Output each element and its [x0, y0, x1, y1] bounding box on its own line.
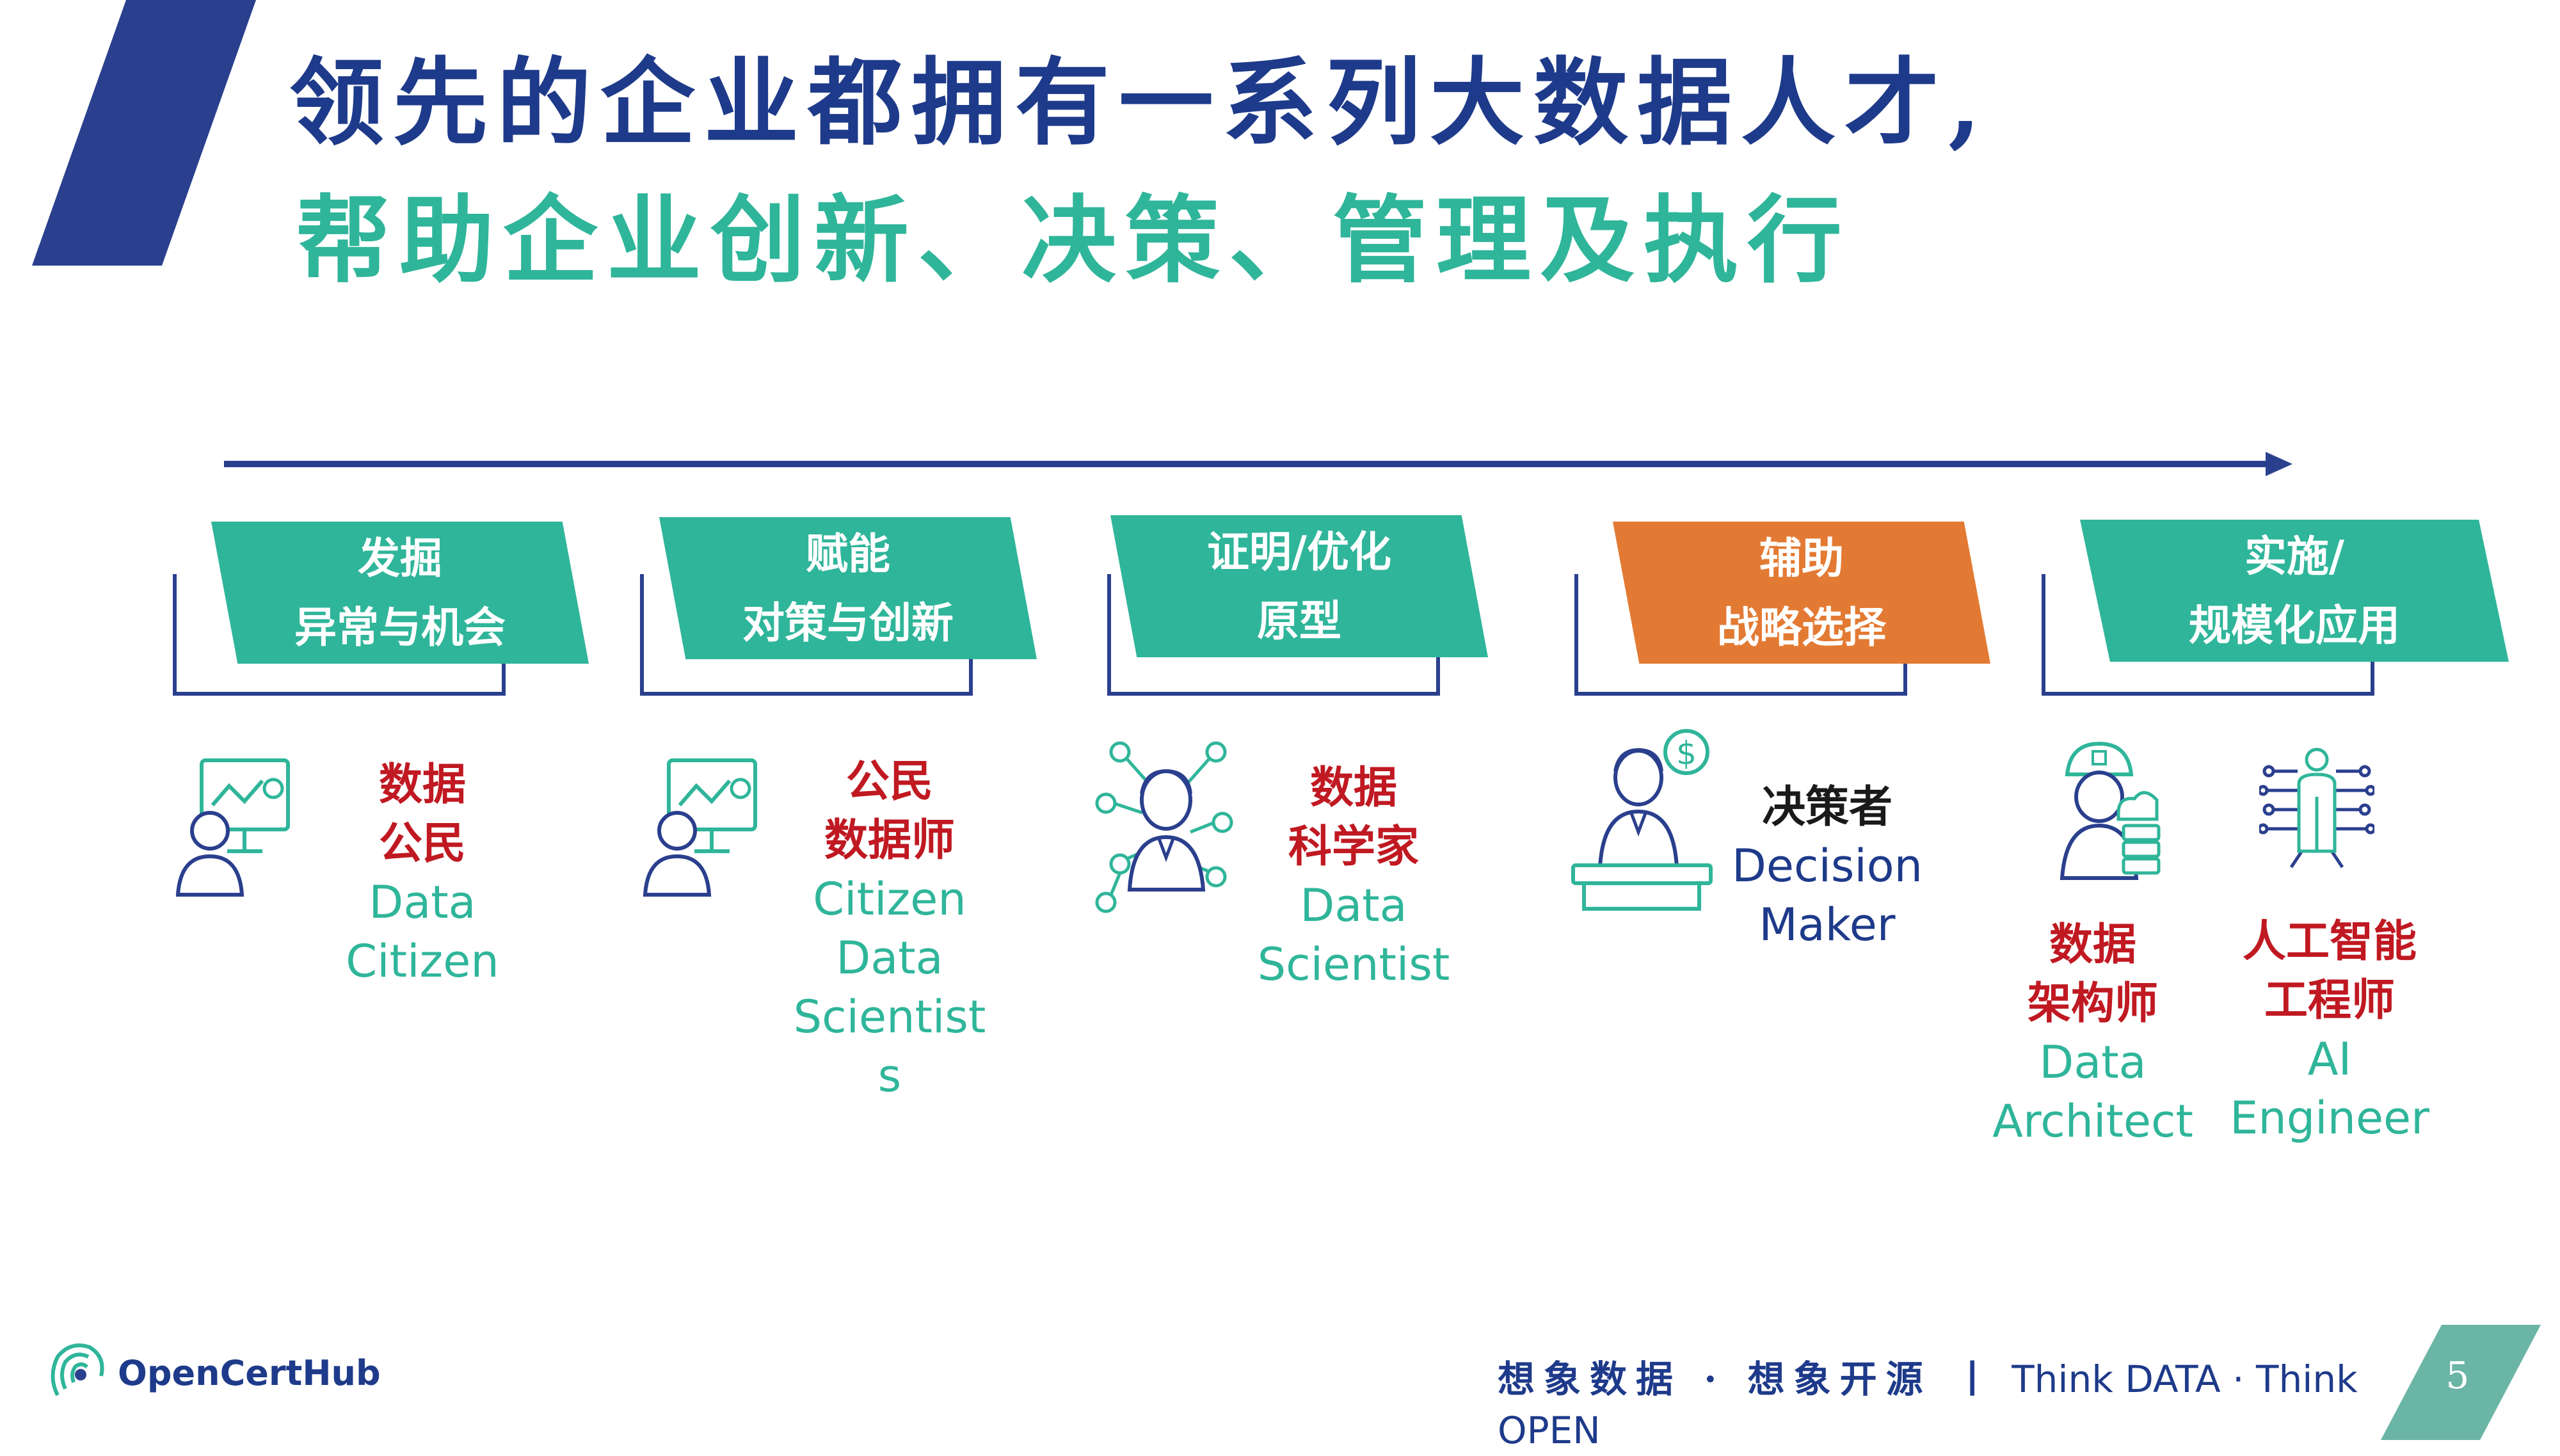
- stage-tag-empower: 赋能 对策与创新: [659, 517, 1037, 659]
- role-en-line2: Engineer: [2230, 1092, 2429, 1144]
- role-en-line2: Citizen: [346, 935, 499, 988]
- role-cn-line1: 数据: [2049, 919, 2136, 970]
- role-en-line2: Maker: [1759, 899, 1896, 951]
- role-en-line1: Decision: [1731, 840, 1923, 892]
- role-decision-maker: 决策者 Decision Maker: [1722, 778, 1933, 954]
- role-cn-line2: 科学家: [1288, 821, 1419, 872]
- ai-circuit-person-icon: [2259, 746, 2374, 874]
- role-cn-line1: 人工智能: [2242, 916, 2417, 967]
- stage-tag-line1: 辅助: [1759, 533, 1844, 583]
- stage-tag-line1: 实施/: [2244, 531, 2345, 581]
- role-cn-line1: 数据: [378, 759, 466, 810]
- role-en-line2: Scientist: [1257, 938, 1450, 991]
- stage-tag-assist: 辅助 战略选择: [1613, 522, 1990, 664]
- stage-tag-line2: 战略选择: [1717, 602, 1886, 652]
- role-en-line1: AI: [2307, 1033, 2352, 1085]
- role-cn-line2: 数据师: [824, 815, 955, 866]
- page-number: 5: [2445, 1354, 2470, 1397]
- stage-tag-line2: 对策与创新: [742, 598, 954, 648]
- role-en-line1: Data: [1300, 879, 1407, 932]
- page-title-line1: 领先的企业都拥有一系列大数据人才,: [289, 47, 1990, 158]
- stage-tag-discover: 发掘 异常与机会: [211, 522, 589, 664]
- role-ai-engineer: 人工智能 工程师 AI Engineer: [2227, 912, 2432, 1148]
- page-title-line2: 帮助企业创新、决策、管理及执行: [296, 184, 1851, 296]
- timeline-arrow-line: [224, 461, 2269, 467]
- role-cn-line2: 架构师: [2027, 978, 2158, 1029]
- logo-head-icon: [51, 1343, 104, 1396]
- role-cn-line2: 公民: [378, 818, 466, 869]
- role-cn-line1: 公民: [845, 756, 933, 807]
- role-en-line1: Data: [369, 876, 476, 929]
- decorative-slash-bar: [32, 0, 256, 266]
- stage-tag-line2: 规模化应用: [2189, 600, 2400, 650]
- stage-tag-line1: 赋能: [806, 529, 890, 579]
- footer-logo: OpenCertHub: [45, 1338, 381, 1408]
- role-cn-line1: 决策者: [1761, 781, 1892, 833]
- svg-text:$: $: [1676, 735, 1697, 772]
- role-data-scientist: 数据 科学家 Data Scientist: [1251, 758, 1456, 994]
- timeline-arrowhead-icon: [2266, 452, 2292, 476]
- role-data-citizen: 数据 公民 Data Citizen: [320, 755, 525, 991]
- role-data-architect: 数据 架构师 Data Architect: [1990, 915, 2195, 1151]
- role-cn-line1: 数据: [1309, 762, 1397, 813]
- role-en-line2: Architect: [1992, 1095, 2193, 1148]
- stage-tag-prove-optimize: 证明/优化 原型: [1110, 515, 1488, 657]
- role-en-line4: s: [877, 1050, 902, 1102]
- role-en-line3: Scientist: [793, 991, 986, 1043]
- role-en-line1: Data: [2039, 1036, 2147, 1089]
- stage-tag-line2: 异常与机会: [294, 602, 506, 652]
- decision-maker-podium-icon: $: [1568, 717, 1722, 922]
- role-en-line1: Citizen: [813, 873, 966, 925]
- engineer-database-icon: [2048, 736, 2163, 883]
- role-cn-line2: 工程师: [2264, 975, 2395, 1026]
- stage-tag-implement: 实施/ 规模化应用: [2080, 520, 2509, 662]
- role-citizen-data-scientists: 公民 数据师 Citizen Data Scientist s: [787, 752, 992, 1105]
- role-en-line2: Data: [836, 932, 943, 984]
- footer-slogan: 想象数据 · 想象开源 丨 Think DATA · Think OPEN: [1498, 1354, 2413, 1456]
- logo-text: OpenCertHub: [118, 1352, 381, 1393]
- citizen-monitor-icon: [173, 755, 294, 899]
- network-person-icon: [1094, 736, 1235, 915]
- slogan-cn: 想象数据 · 想象开源 丨: [1498, 1357, 2000, 1401]
- stage-tag-line1: 证明/优化: [1206, 527, 1392, 577]
- stage-tag-line1: 发掘: [358, 533, 442, 583]
- citizen-scientist-monitor-icon: [640, 755, 762, 899]
- stage-tag-line2: 原型: [1257, 596, 1341, 646]
